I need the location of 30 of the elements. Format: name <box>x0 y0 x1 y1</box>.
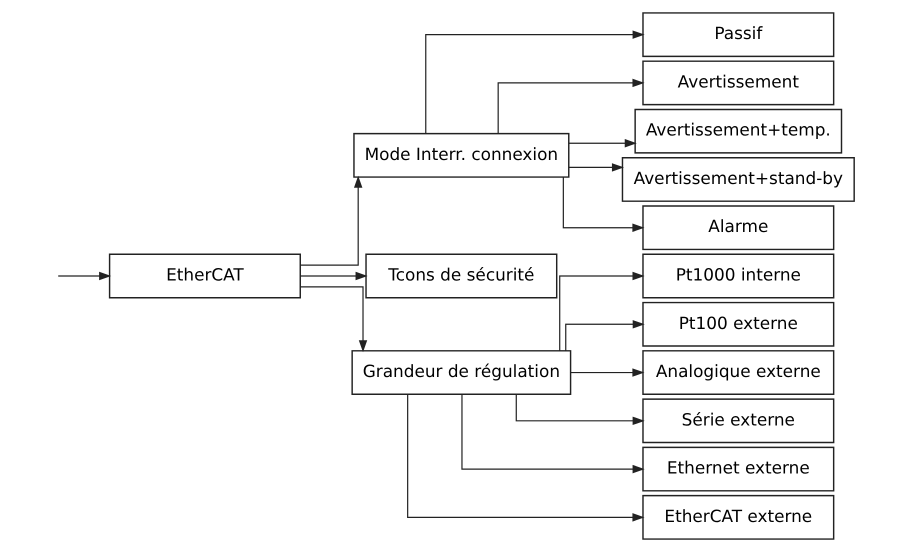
arrow <box>562 177 644 232</box>
node-box: Ethernet externe <box>642 446 834 492</box>
node-box: Avertissement <box>642 60 834 106</box>
arrow <box>568 163 624 172</box>
arrow <box>425 30 645 134</box>
arrow <box>570 368 644 377</box>
node-box: EtherCAT externe <box>642 494 834 540</box>
arrow <box>568 139 637 148</box>
node-box: Série externe <box>642 398 834 444</box>
node-box: Alarme <box>642 205 834 250</box>
arrow <box>565 320 645 351</box>
node-box: Pt100 externe <box>642 302 834 347</box>
arrow <box>58 272 112 280</box>
node-box: Pt1000 interne <box>642 254 834 298</box>
arrow <box>407 394 644 522</box>
arrow <box>498 78 645 134</box>
node-box: Analogique externe <box>642 350 834 395</box>
arrow <box>300 286 368 352</box>
node-box: Tcons de sécurité <box>365 254 558 298</box>
node-box: Mode Interr. connexion <box>353 132 570 178</box>
arrow <box>516 394 645 426</box>
arrow <box>559 272 645 351</box>
node-box: Avertissement+stand-by <box>622 157 855 202</box>
node-box: Passif <box>642 12 834 58</box>
arrow <box>300 272 368 280</box>
node-box: Grandeur de régulation <box>351 350 572 395</box>
node-box: EtherCAT <box>108 254 301 298</box>
arrow <box>300 176 362 266</box>
node-box: Avertissement+temp. <box>634 108 842 154</box>
arrow <box>461 394 645 474</box>
